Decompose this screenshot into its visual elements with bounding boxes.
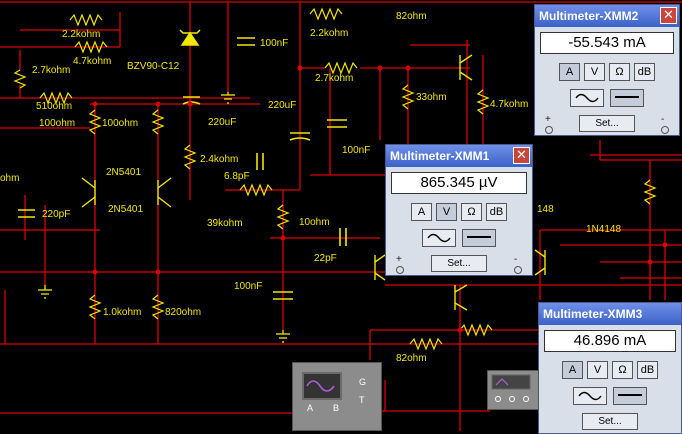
label-100nf-b: 100nF	[342, 145, 371, 156]
terminal-icon	[545, 126, 553, 134]
channel-a-label: A	[307, 403, 314, 413]
sine-wave-icon	[575, 93, 599, 103]
sine-wave-icon	[578, 391, 602, 401]
zener-diode	[179, 29, 201, 46]
transistors	[81, 54, 546, 311]
mode-ammeter-button[interactable]: A	[559, 63, 580, 81]
multimeter-xmm3-window[interactable]: Multimeter-XMM3 46.896 mA A V Ω dB Set..…	[538, 302, 682, 434]
label-ohm-edge: ohm	[0, 173, 20, 184]
sine-wave-icon	[306, 380, 335, 392]
label-39kohm: 39kohm	[207, 218, 243, 229]
label-1n4148-b: 1N4148	[586, 224, 622, 235]
mode-decibel-button[interactable]: dB	[486, 203, 507, 221]
label-2-4kohm: 2.4kohm	[200, 154, 239, 165]
mode-ohmmeter-button[interactable]: Ω	[612, 361, 633, 379]
label-4-7kohm-a: 4.7kohm	[73, 56, 112, 67]
label-220uf-b: 220uF	[268, 100, 297, 111]
minus-sign: -	[661, 114, 665, 125]
label-4-7kohm-b: 4.7kohm	[490, 99, 529, 110]
label-2n5401-b: 2N5401	[108, 204, 144, 215]
oscilloscope-instrument[interactable]: A B G T	[292, 362, 382, 431]
label-2-2kohm-b: 2.2kohm	[310, 28, 349, 39]
plus-sign: +	[396, 254, 402, 265]
close-icon[interactable]: ✕	[513, 147, 530, 164]
dc-mode-button[interactable]	[462, 229, 496, 247]
label-2-7kohm-a: 2.7kohm	[32, 65, 71, 76]
set-button[interactable]: Set...	[582, 413, 638, 430]
label-bzv90-c12: BZV90-C12	[127, 61, 180, 72]
mode-decibel-button[interactable]: dB	[634, 63, 655, 81]
junctions	[92, 65, 668, 333]
label-100ohm-a: 100ohm	[39, 118, 76, 129]
oscilloscope-screen	[302, 372, 342, 400]
mode-decibel-button[interactable]: dB	[637, 361, 658, 379]
label-100ohm-b: 100ohm	[102, 118, 139, 129]
label-100nf-a: 100nF	[260, 38, 289, 49]
terminal-icon	[396, 266, 404, 274]
capacitors	[18, 37, 347, 300]
channel-b-label: B	[333, 403, 340, 413]
ac-mode-button[interactable]	[573, 387, 607, 405]
mode-ohmmeter-button[interactable]: Ω	[609, 63, 630, 81]
label-2n5401-a: 2N5401	[106, 167, 142, 178]
multimeter-xmm2-title[interactable]: Multimeter-XMM2	[535, 5, 679, 27]
function-generator-instrument[interactable]	[487, 370, 539, 410]
label-1-0kohm: 1.0kohm	[103, 307, 142, 318]
label-820ohm: 820ohm	[165, 307, 202, 318]
multimeter-reading: 46.896 mA	[544, 330, 676, 352]
multimeter-xmm1-title[interactable]: Multimeter-XMM1	[386, 145, 532, 167]
mode-ammeter-button[interactable]: A	[562, 361, 583, 379]
label-82ohm-bottom: 82ohm	[396, 353, 427, 364]
label-1n4148-a: 148	[537, 204, 554, 215]
ac-mode-button[interactable]	[422, 229, 456, 247]
label-6-8pf: 6.8pF	[224, 171, 250, 182]
negative-terminal[interactable]: -	[514, 255, 522, 274]
label-22pf: 22pF	[314, 253, 337, 264]
label-220pf: 220pF	[42, 209, 71, 220]
label-2-2kohm-a: 2.2kohm	[62, 29, 101, 40]
set-button[interactable]: Set...	[579, 115, 635, 132]
dc-mode-button[interactable]	[613, 387, 647, 405]
label-33ohm: 33ohm	[416, 92, 447, 103]
terminal-icon	[514, 266, 522, 274]
ground-symbols	[38, 92, 290, 343]
label-2-7kohm-b: 2.7kohm	[315, 73, 354, 84]
trigger-terminal-label: T	[359, 395, 365, 405]
dc-mode-button[interactable]	[610, 89, 644, 107]
label-220uf-a: 220uF	[208, 117, 237, 128]
ac-mode-button[interactable]	[570, 89, 604, 107]
multimeter-reading: -55.543 mA	[540, 32, 674, 54]
mode-voltmeter-button[interactable]: V	[587, 361, 608, 379]
label-510ohm: 510ohm	[36, 101, 73, 112]
minus-sign: -	[514, 254, 518, 265]
sine-wave-icon	[427, 233, 451, 243]
plus-sign: +	[545, 114, 551, 125]
mode-voltmeter-button[interactable]: V	[436, 203, 457, 221]
multimeter-xmm3-title[interactable]: Multimeter-XMM3	[539, 303, 681, 325]
mode-ohmmeter-button[interactable]: Ω	[461, 203, 482, 221]
generator-icon	[491, 374, 531, 402]
resistors	[13, 7, 657, 351]
terminal-icon	[661, 126, 669, 134]
close-icon[interactable]: ✕	[660, 7, 677, 24]
ground-terminal-label: G	[359, 377, 367, 387]
positive-terminal[interactable]: +	[545, 115, 553, 134]
set-button[interactable]: Set...	[431, 255, 487, 272]
mode-ammeter-button[interactable]: A	[411, 203, 432, 221]
dc-line-icon	[618, 394, 642, 396]
multimeter-xmm1-window[interactable]: Multimeter-XMM1 ✕ 865.345 µV A V Ω dB + …	[385, 144, 533, 276]
multimeter-xmm2-window[interactable]: Multimeter-XMM2 ✕ -55.543 mA A V Ω dB + …	[534, 4, 680, 136]
positive-terminal[interactable]: +	[396, 255, 404, 274]
label-82ohm-top: 82ohm	[396, 11, 427, 22]
dc-line-icon	[615, 96, 639, 98]
mode-voltmeter-button[interactable]: V	[584, 63, 605, 81]
label-10ohm: 10ohm	[299, 217, 330, 228]
dc-line-icon	[467, 236, 491, 238]
label-100nf-c: 100nF	[234, 281, 263, 292]
negative-terminal[interactable]: -	[661, 115, 669, 134]
multimeter-reading: 865.345 µV	[391, 172, 527, 194]
